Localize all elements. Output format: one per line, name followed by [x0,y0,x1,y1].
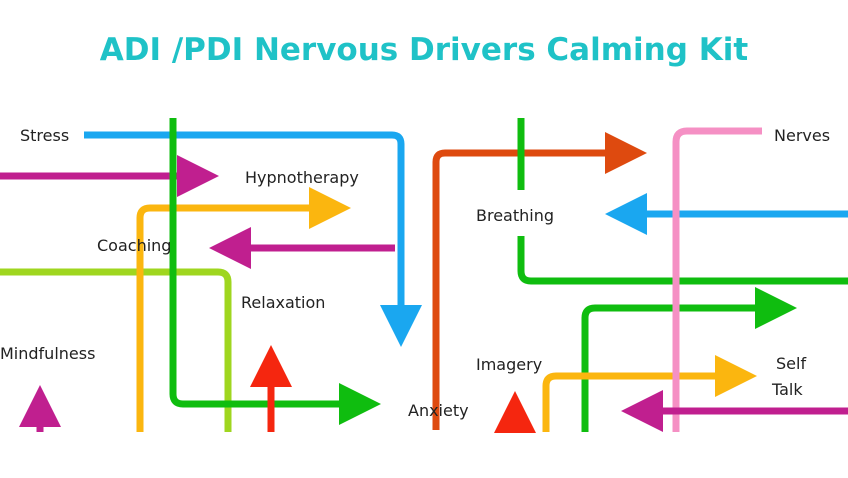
diagram-title: ADI /PDI Nervous Drivers Calming Kit [99,32,749,68]
label-self-talk-line1: Self [776,354,806,373]
label-nerves: Nerves [774,126,830,145]
line-lime-route [0,268,232,432]
label-mindfulness: Mindfulness [0,344,95,363]
label-self-talk-line2: Talk [771,380,803,399]
line-green-breathing-return [517,236,848,285]
arrow-green-to-anxiety [169,118,381,425]
label-coaching: Coaching [97,236,171,255]
label-breathing: Breathing [476,206,554,225]
label-stress: Stress [20,126,69,145]
label-anxiety: Anxiety [408,401,469,420]
line-pink-nerves [672,127,762,432]
arrow-anxiety-to-nerves [432,132,647,430]
label-hypnotherapy: Hypnotherapy [245,168,359,187]
arrow-yellow-from-coaching [136,187,351,432]
label-imagery: Imagery [476,355,542,374]
arrow-stress-to-anxiety [84,131,422,347]
arrow-green-upper-right [581,287,797,432]
label-relaxation: Relaxation [241,293,325,312]
arrow-to-self-talk [542,355,757,432]
